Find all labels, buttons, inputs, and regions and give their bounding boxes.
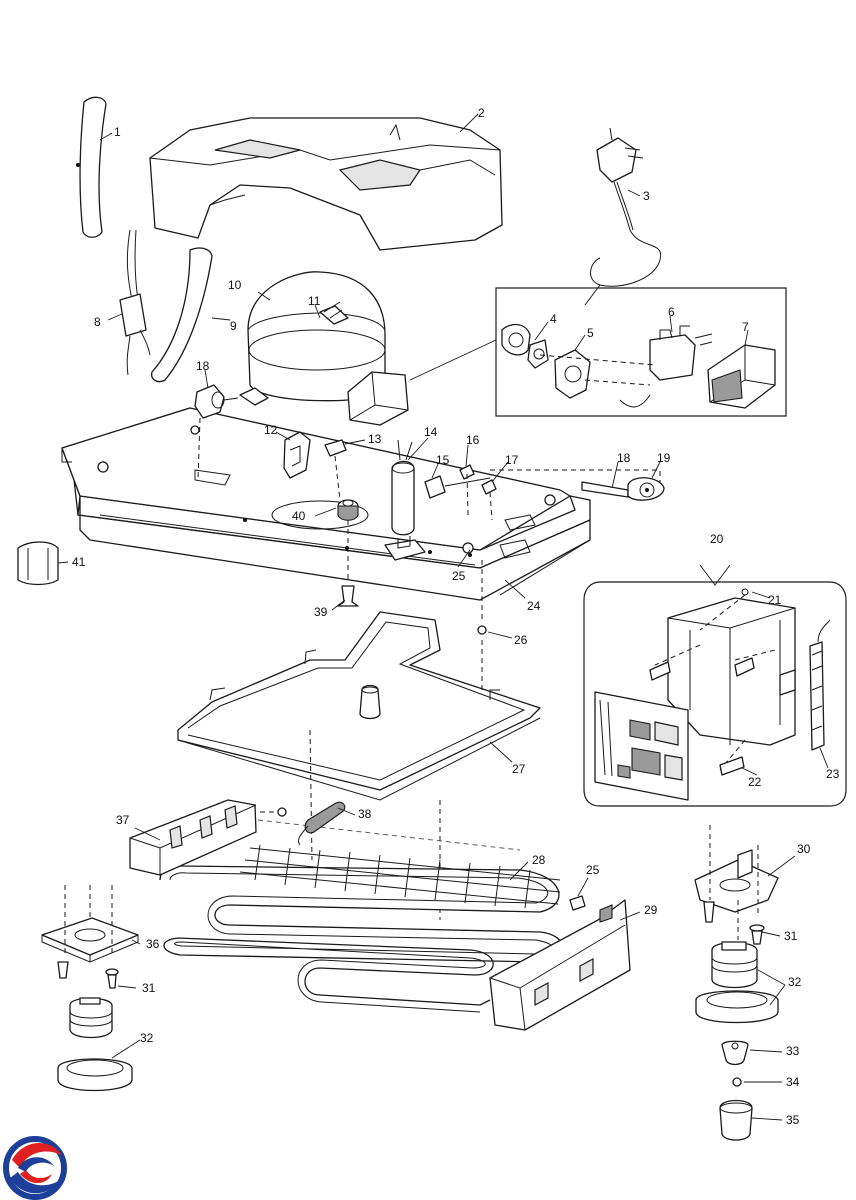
- callout-10: 10: [228, 278, 242, 292]
- filter-drier-part-14: [384, 439, 426, 561]
- callout-leaders: [57, 113, 829, 1121]
- clip-part-41: [17, 541, 59, 586]
- screw-part-26: [477, 560, 487, 635]
- thermal-fuse-part-8: [119, 229, 151, 376]
- callout-2: 2: [478, 106, 485, 120]
- washer-part-34: [732, 1077, 742, 1087]
- callout-3: 3: [643, 189, 650, 203]
- screw-part-17: [481, 479, 497, 521]
- callout-27: 27: [512, 762, 526, 776]
- callout-numbers: 1 2 3 4 5 6 7 8 9 10 11 12 13 14 15 16 1…: [72, 106, 840, 1127]
- callout-16: 16: [466, 433, 480, 447]
- callout-28: 28: [532, 853, 546, 867]
- callout-12: 12: [264, 423, 278, 437]
- callout-18b: 18: [617, 451, 631, 465]
- callout-37: 37: [116, 813, 130, 827]
- callout-35: 35: [786, 1113, 800, 1127]
- callout-32b: 32: [788, 975, 802, 989]
- tube-part-15: [424, 475, 491, 499]
- callout-22: 22: [748, 775, 762, 789]
- callout-8: 8: [94, 315, 101, 329]
- callout-7: 7: [742, 320, 749, 334]
- callout-11: 11: [308, 294, 321, 308]
- power-cord-part-3: [584, 127, 662, 306]
- sensor-part-18a: [194, 384, 239, 481]
- callout-36: 36: [146, 937, 160, 951]
- knob-part-19: [627, 477, 665, 501]
- callout-21: 21: [768, 593, 782, 607]
- callout-13: 13: [368, 432, 382, 446]
- callout-31b: 31: [784, 929, 798, 943]
- callout-31a: 31: [142, 981, 156, 995]
- tube-part-9: [151, 247, 213, 383]
- foot-part-39: [337, 520, 359, 607]
- compressor-part-10: [239, 271, 386, 406]
- bracket-part-37: [129, 799, 287, 876]
- clip-part-13: [324, 439, 347, 501]
- callout-29: 29: [644, 903, 658, 917]
- callout-32a: 32: [140, 1031, 154, 1045]
- foot-part-32b: [695, 941, 779, 1024]
- cap-part-35: [719, 1099, 753, 1141]
- adjuster-part-33: [721, 1040, 749, 1066]
- bracket-part-12: [283, 431, 311, 479]
- evaporator-coil-part-28: [159, 819, 564, 1013]
- callout-18a: 18: [196, 359, 210, 373]
- base-plate-part-24: [61, 407, 591, 601]
- brand-logo-icon: [3, 1136, 67, 1200]
- callout-39: 39: [314, 605, 328, 619]
- callout-40: 40: [292, 509, 306, 523]
- screws-part-31a: [57, 961, 119, 989]
- plate-part-36: [41, 885, 139, 963]
- callout-14: 14: [424, 425, 438, 439]
- hose-part-1: [76, 96, 107, 238]
- callout-19: 19: [657, 451, 671, 465]
- screws-part-31b: [703, 901, 765, 945]
- callout-38: 38: [358, 807, 372, 821]
- callout-41: 41: [72, 555, 86, 569]
- callout-6: 6: [668, 305, 675, 319]
- callout-5: 5: [587, 326, 594, 340]
- callout-1: 1: [114, 125, 121, 139]
- callout-25b: 25: [586, 863, 600, 877]
- callout-33: 33: [786, 1044, 800, 1058]
- drip-tray-part-27: [177, 611, 541, 801]
- callout-30: 30: [797, 842, 811, 856]
- relay-housing: [347, 371, 409, 426]
- callout-34: 34: [786, 1075, 800, 1089]
- grommet-part-40: [337, 499, 359, 521]
- control-box-inset: [583, 564, 847, 807]
- callout-26: 26: [514, 633, 528, 647]
- electrical-inset-box: [409, 287, 787, 417]
- callout-23: 23: [826, 767, 840, 781]
- heater-part-38: [297, 801, 346, 846]
- callout-9: 9: [230, 319, 237, 333]
- callout-20: 20: [710, 532, 724, 546]
- top-cover-part-2: [149, 117, 503, 251]
- callout-17: 17: [505, 453, 519, 467]
- callout-4: 4: [550, 312, 557, 326]
- foot-part-32a: [57, 997, 133, 1092]
- rod-part-18b: [490, 469, 661, 498]
- bracket-part-29: [489, 895, 631, 1031]
- callout-15: 15: [436, 453, 450, 467]
- callout-24: 24: [527, 599, 541, 613]
- callout-25a: 25: [452, 569, 466, 583]
- base-screws: [97, 425, 556, 554]
- plate-part-30: [694, 825, 779, 940]
- screw-part-16: [459, 464, 475, 516]
